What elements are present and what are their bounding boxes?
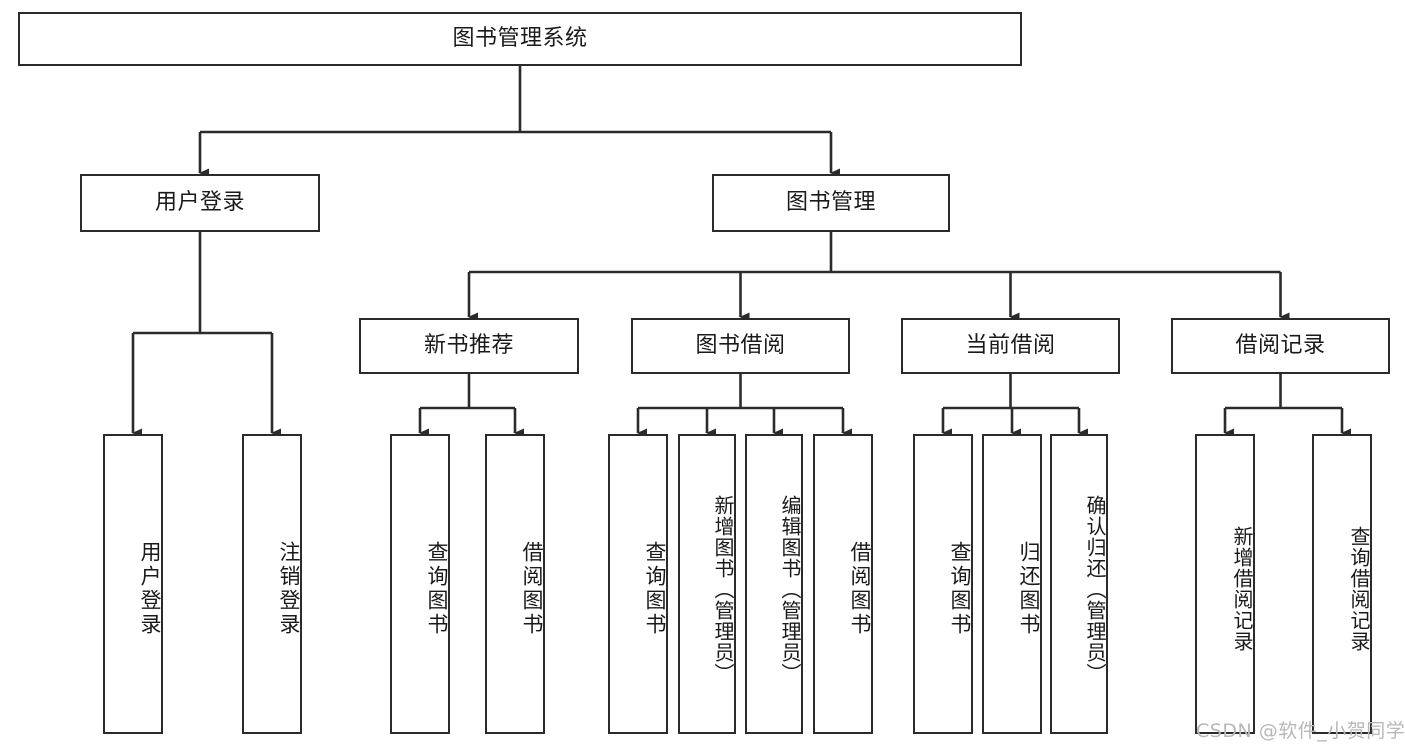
node-label: 查询图书 xyxy=(948,541,972,637)
node-book-borrow[interactable]: 图书借阅 xyxy=(631,318,850,374)
node-label: 查询借阅记录 xyxy=(1347,526,1371,652)
node-leaf-bb-add[interactable]: 新增图书（管理员） xyxy=(678,434,736,734)
node-borrow-record[interactable]: 借阅记录 xyxy=(1171,318,1390,374)
node-leaf-cb-return[interactable]: 归还图书 xyxy=(982,434,1042,734)
node-leaf-user-logout[interactable]: 注销登录 xyxy=(242,434,302,734)
node-label: 新书推荐 xyxy=(423,332,514,358)
node-leaf-cb-confirm[interactable]: 确认归还（管理员） xyxy=(1050,434,1108,734)
node-label: 归还图书 xyxy=(1017,541,1041,637)
node-label: 图书管理系统 xyxy=(452,25,588,51)
node-label: 查询图书 xyxy=(643,541,667,637)
node-new-book-rec[interactable]: 新书推荐 xyxy=(359,318,579,374)
node-label: 用户登录 xyxy=(138,541,162,637)
node-label: 新增借阅记录 xyxy=(1230,526,1254,652)
node-label: 借阅记录 xyxy=(1235,332,1326,358)
node-user-login[interactable]: 用户登录 xyxy=(80,174,320,232)
node-leaf-bb-query[interactable]: 查询图书 xyxy=(608,434,668,734)
node-label: 借阅图书 xyxy=(848,541,872,637)
node-book-mgmt[interactable]: 图书管理 xyxy=(712,174,950,232)
node-leaf-rec-borrow[interactable]: 借阅图书 xyxy=(485,434,545,734)
node-leaf-br-query[interactable]: 查询借阅记录 xyxy=(1312,434,1372,734)
node-leaf-rec-query[interactable]: 查询图书 xyxy=(390,434,450,734)
node-label: 查询图书 xyxy=(425,541,449,637)
node-label: 当前借阅 xyxy=(965,332,1056,358)
node-leaf-bb-edit[interactable]: 编辑图书（管理员） xyxy=(745,434,803,734)
node-label: 注销登录 xyxy=(277,541,301,637)
node-label: 编辑图书（管理员） xyxy=(778,494,802,684)
node-label: 新增图书（管理员） xyxy=(711,494,735,684)
node-current-borrow[interactable]: 当前借阅 xyxy=(901,318,1120,374)
node-label: 图书借阅 xyxy=(695,332,786,358)
node-leaf-cb-query[interactable]: 查询图书 xyxy=(913,434,973,734)
node-label: 借阅图书 xyxy=(520,541,544,637)
node-label: 确认归还（管理员） xyxy=(1083,494,1107,684)
node-leaf-br-add[interactable]: 新增借阅记录 xyxy=(1195,434,1255,734)
node-leaf-bb-borrow[interactable]: 借阅图书 xyxy=(813,434,873,734)
node-label: 图书管理 xyxy=(785,189,876,215)
node-leaf-user-login[interactable]: 用户登录 xyxy=(103,434,163,734)
node-root[interactable]: 图书管理系统 xyxy=(18,12,1022,66)
node-label: 用户登录 xyxy=(154,189,245,215)
